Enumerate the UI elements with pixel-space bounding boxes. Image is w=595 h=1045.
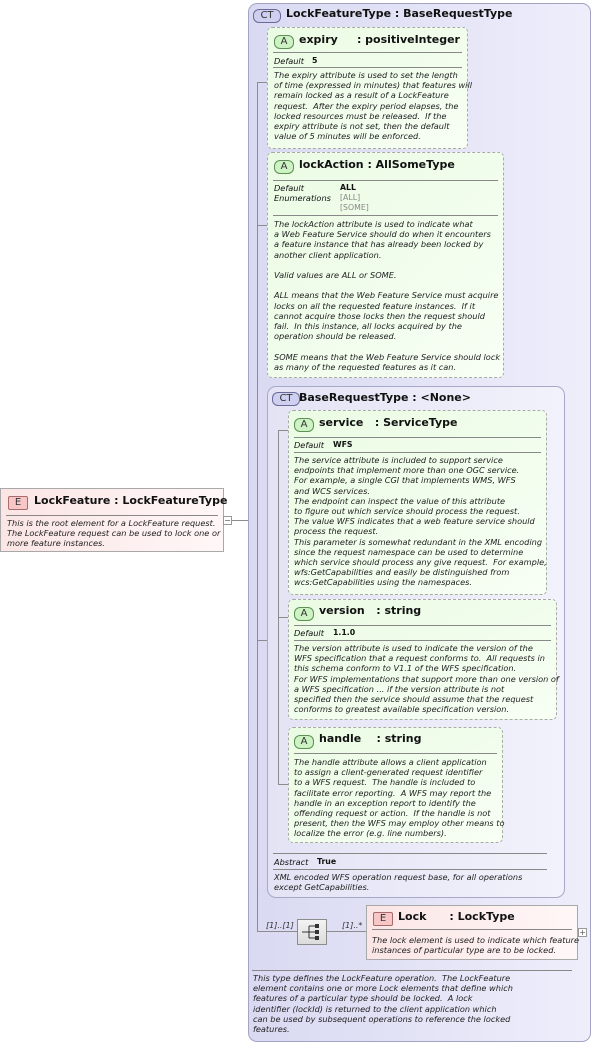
root-element-doc: This is the root element for a LockFeatu… (7, 518, 221, 549)
complex-type-icon: CT (253, 9, 281, 23)
divider (252, 970, 572, 971)
attribute-title: service : ServiceType (319, 416, 458, 429)
connector-line (278, 430, 288, 431)
element-title: Lock : LockType (398, 910, 515, 923)
default-value: WFS (333, 440, 353, 449)
lock-occurrence: [1]..* (342, 921, 363, 930)
connector-line (232, 520, 248, 521)
default-label: Default (274, 56, 304, 66)
divider (294, 437, 541, 438)
enumerations-label: Enumerations (274, 193, 331, 203)
enumerations-value: [ALL] [SOME] (340, 193, 369, 212)
attribute-service[interactable]: A service : ServiceType Default WFS The … (288, 410, 547, 595)
attribute-doc: The handle attribute allows a client app… (294, 757, 505, 839)
attribute-doc: The lockAction attribute is used to indi… (274, 219, 501, 372)
element-icon: E (8, 496, 28, 510)
abstract-label: Abstract (274, 857, 309, 867)
connector-line (278, 430, 279, 784)
divider (273, 869, 547, 870)
attribute-title: version : string (319, 604, 422, 617)
divider (294, 452, 541, 453)
complex-type-doc: This type defines the LockFeature operat… (253, 973, 513, 1035)
divider (294, 640, 551, 641)
attribute-version[interactable]: A version : string Default 1.1.0 The ver… (288, 599, 559, 720)
connector-line (278, 784, 288, 785)
element-icon: E (373, 912, 393, 926)
attribute-doc: The expiry attribute is used to set the … (274, 70, 473, 142)
default-value: 5 (312, 56, 318, 65)
connector-line (257, 82, 258, 931)
divider (273, 52, 462, 53)
divider (273, 215, 498, 216)
divider (372, 929, 572, 930)
connector-line (257, 82, 267, 83)
expand-toggle-icon[interactable]: + (578, 928, 587, 937)
root-element-title: LockFeature : LockFeatureType (34, 494, 228, 507)
connector-line (257, 640, 267, 641)
element-doc: The lock element is used to indicate whi… (372, 935, 580, 956)
attribute-icon: A (294, 607, 314, 621)
attribute-icon: A (294, 735, 314, 749)
connector-line (278, 617, 288, 618)
abstract-value: True (317, 857, 337, 866)
attribute-lockaction[interactable]: A lockAction : AllSomeType Default ALL E… (267, 152, 504, 378)
divider (6, 515, 218, 516)
connector-line (257, 931, 297, 932)
root-element-lockfeature[interactable]: E LockFeature : LockFeatureType This is … (0, 488, 228, 552)
default-value: 1.1.0 (333, 628, 356, 637)
attribute-expiry[interactable]: A expiry : positiveInteger Default 5 The… (267, 27, 472, 149)
attribute-icon: A (274, 160, 294, 174)
divider (294, 625, 551, 626)
divider (294, 753, 497, 754)
sequence-glyph-icon (302, 924, 319, 940)
attribute-icon: A (294, 418, 314, 432)
element-lock[interactable]: E Lock : LockType The lock element is us… (366, 905, 580, 960)
default-value: ALL (340, 183, 356, 192)
attribute-title: handle : string (319, 732, 422, 745)
complex-type-title: LockFeatureType : BaseRequestType (286, 7, 513, 20)
default-label: Default (294, 628, 324, 638)
attribute-title: lockAction : AllSomeType (299, 158, 455, 171)
complex-type-doc: XML encoded WFS operation request base, … (274, 872, 523, 893)
attribute-doc: The service attribute is included to sup… (294, 455, 547, 588)
sequence-icon[interactable] (297, 919, 327, 945)
divider (273, 67, 462, 68)
divider (273, 853, 547, 854)
default-label: Default (274, 183, 304, 193)
attribute-handle[interactable]: A handle : string The handle attribute a… (288, 727, 505, 843)
attribute-doc: The version attribute is used to indicat… (294, 643, 559, 715)
divider (273, 180, 498, 181)
attribute-title: expiry : positiveInteger (299, 33, 460, 46)
sequence-occurrence: [1]..[1] (266, 921, 294, 930)
collapse-toggle-icon[interactable]: − (223, 516, 232, 525)
default-label: Default (294, 440, 324, 450)
complex-type-title: BaseRequestType : <None> (299, 391, 471, 404)
connector-line (327, 931, 366, 932)
attribute-icon: A (274, 35, 294, 49)
complex-type-icon: CT (272, 392, 300, 406)
connector-line (257, 225, 267, 226)
